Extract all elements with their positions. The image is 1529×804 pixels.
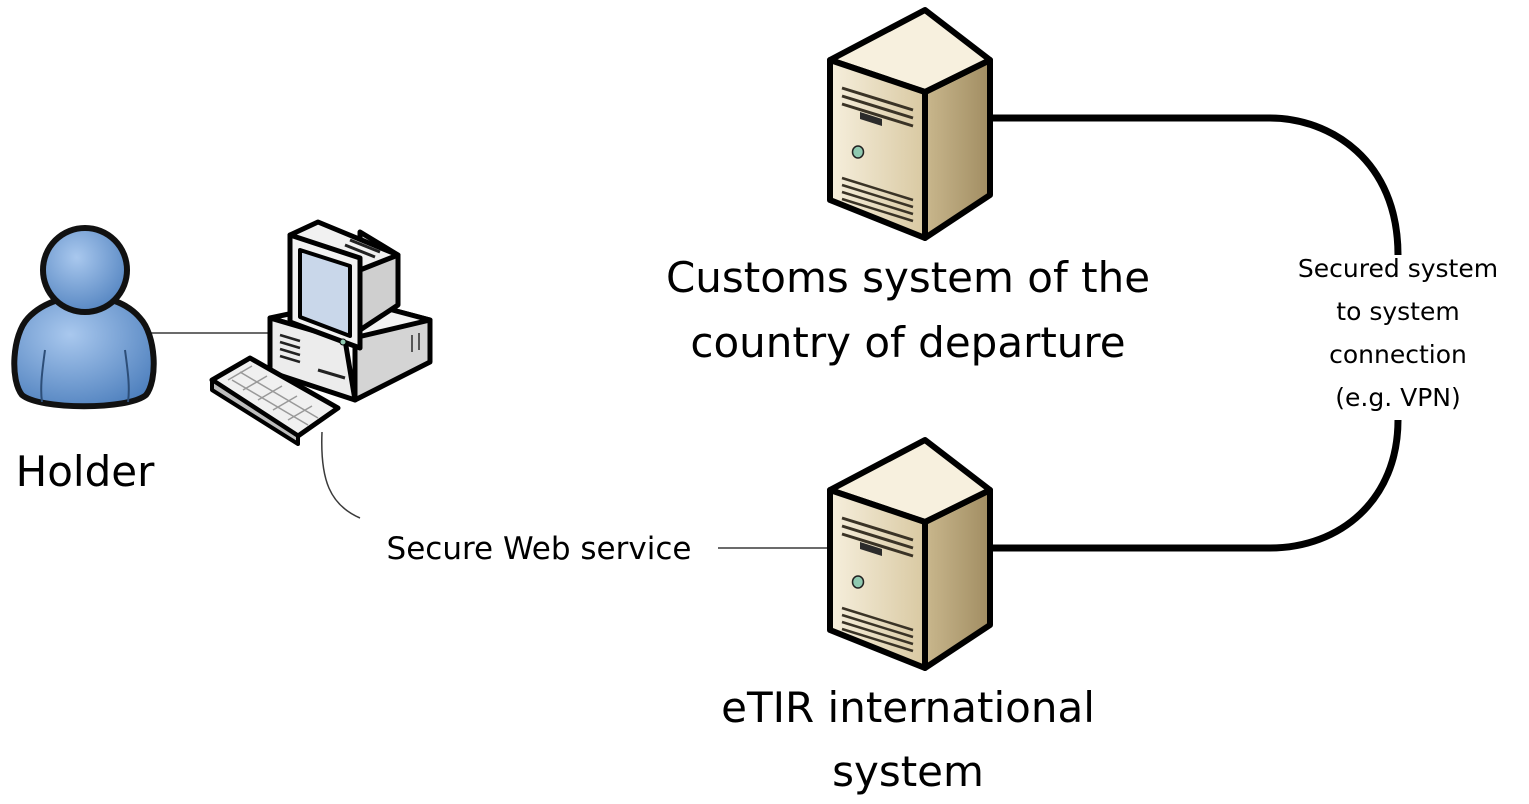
connection-label-line-4: (e.g. VPN) bbox=[1335, 383, 1460, 412]
system-to-system-connection-line bbox=[985, 114, 1402, 256]
customs-label-line-2: country of departure bbox=[690, 318, 1125, 367]
connection-label-line-3: connection bbox=[1329, 340, 1467, 369]
desktop-computer-icon bbox=[209, 219, 433, 446]
system-to-system-connection-line-lower bbox=[985, 419, 1402, 552]
customs-label-line-1: Customs system of the bbox=[666, 253, 1150, 302]
etir-server-icon bbox=[830, 440, 990, 668]
person-icon bbox=[11, 225, 157, 410]
customs-server-icon bbox=[830, 10, 990, 238]
secure-web-service-label: Secure Web service bbox=[387, 531, 692, 567]
connection-label-line-1: Secured system bbox=[1298, 254, 1498, 283]
connection-label-line-2: to system bbox=[1336, 297, 1459, 326]
computer-to-webservice-line bbox=[321, 431, 361, 519]
etir-label-line-2: system bbox=[832, 747, 984, 796]
holder-label: Holder bbox=[16, 447, 155, 496]
etir-label-line-1: eTIR international bbox=[721, 683, 1095, 732]
